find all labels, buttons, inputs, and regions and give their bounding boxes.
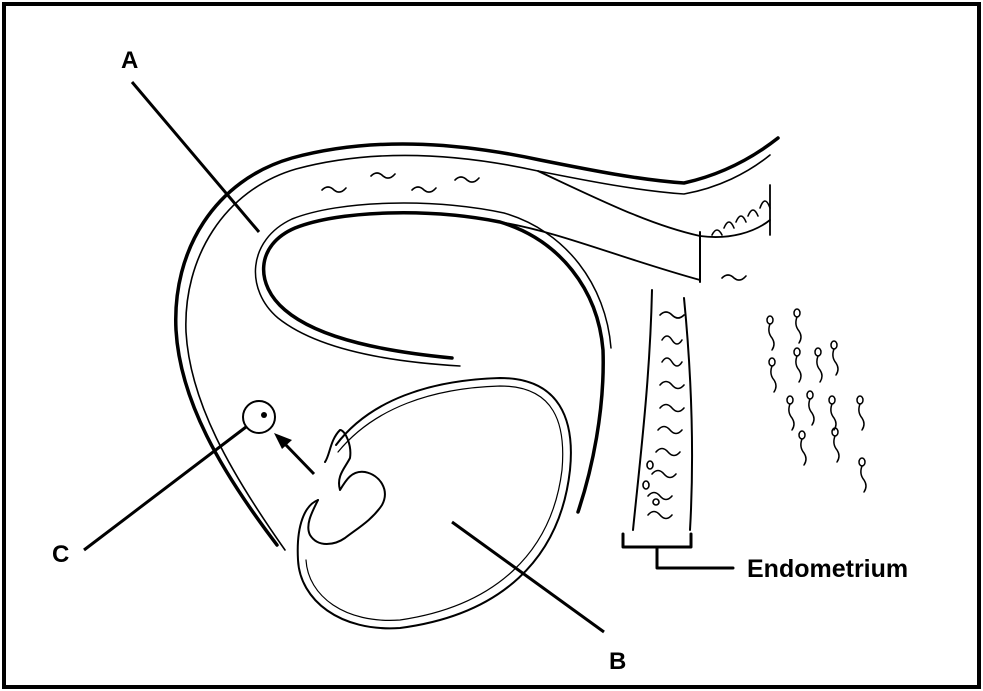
diagram-border [4, 4, 979, 687]
egg-nucleus [261, 412, 267, 418]
label-b: B [609, 648, 626, 675]
label-a: A [121, 47, 138, 74]
label-endometrium: Endometrium [747, 555, 908, 583]
egg-cell [243, 401, 275, 433]
label-c: C [52, 541, 69, 568]
